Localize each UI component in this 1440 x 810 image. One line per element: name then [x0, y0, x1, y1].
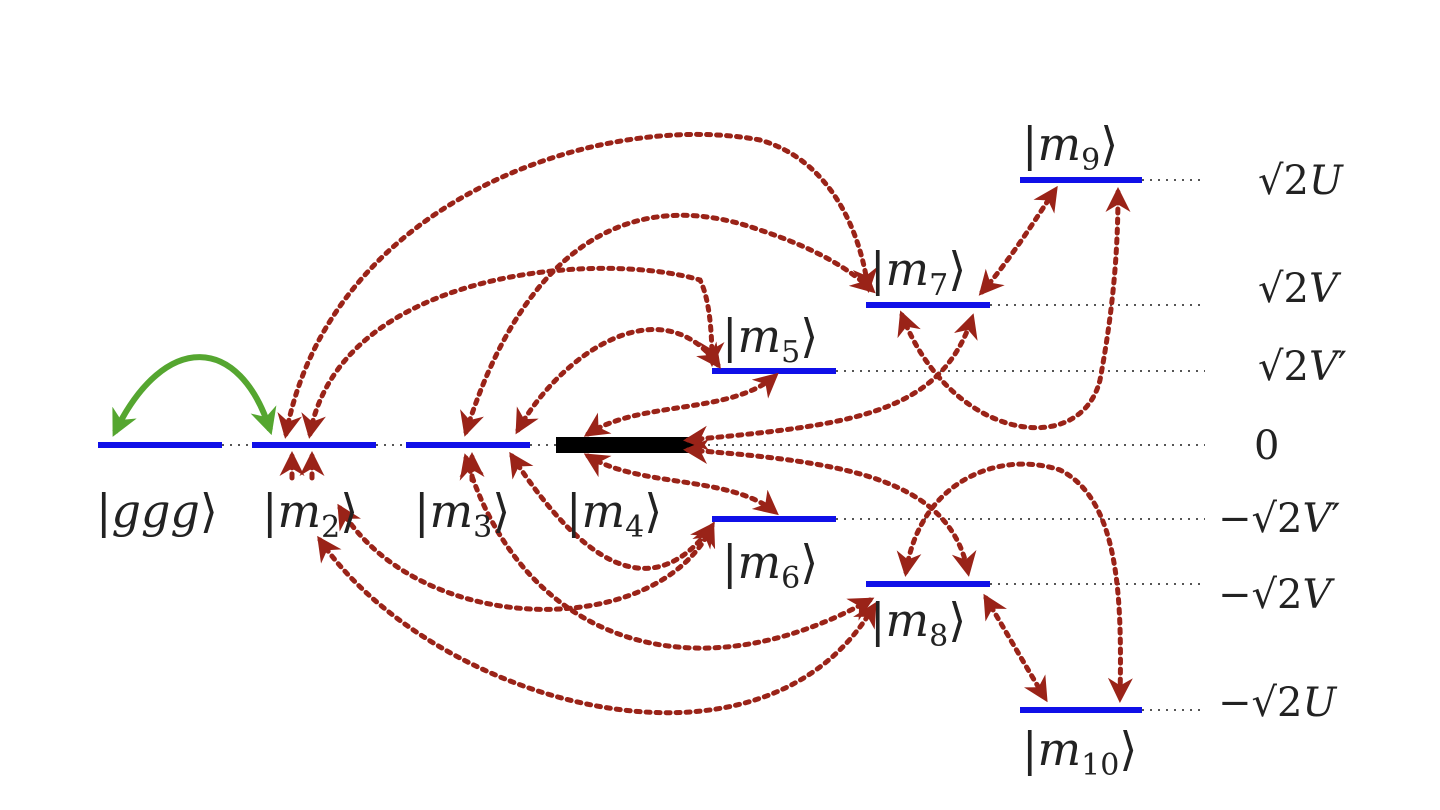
energy-label-sqrt2U: √2U [1258, 158, 1344, 204]
coupling-m2-m5 [301, 265, 725, 439]
coupling-m7-m9 [978, 185, 1058, 296]
guide-lines [222, 179, 1205, 711]
state-labels: |ggg⟩ |m2⟩ |m3⟩ |m4⟩ |m5⟩ |m6⟩ |m7⟩ |m8⟩… [96, 117, 1137, 783]
state-label-m5: |m5⟩ [722, 309, 818, 370]
state-label-ggg: |ggg⟩ [96, 484, 218, 538]
energy-label-neg-sqrt2V: −√2V [1218, 572, 1335, 618]
energy-label-neg-sqrt2U: −√2U [1218, 680, 1337, 726]
state-label-m9: |m9⟩ [1022, 117, 1118, 178]
coupling-m2-m7 [277, 131, 878, 439]
energy-label-zero: 0 [1254, 423, 1279, 469]
state-label-m2: |m2⟩ [262, 484, 358, 545]
state-label-m8: |m8⟩ [870, 593, 966, 654]
coupling-m8-m10 [983, 593, 1048, 703]
energy-labels: √2U √2V √2V′ 0 −√2V′ −√2V −√2U [1218, 158, 1347, 726]
coupling-m3-m5 [515, 327, 721, 435]
state-label-m3: |m3⟩ [414, 484, 510, 545]
energy-levels [98, 177, 1142, 713]
energy-label-neg-sqrt2Vp: −√2V′ [1218, 496, 1340, 542]
energy-label-sqrt2Vp: √2V′ [1258, 344, 1347, 390]
state-label-m4: |m4⟩ [566, 484, 662, 545]
coupling-m7-m9-loop [897, 187, 1131, 430]
coupling-m4-m5 [583, 372, 779, 437]
coupling-m2-m8 [317, 535, 877, 716]
state-label-m6: |m6⟩ [722, 535, 818, 596]
state-label-m10: |m10⟩ [1022, 722, 1137, 783]
green-coupling-arrow [112, 354, 277, 437]
coupling-m8-m10-loop [896, 461, 1133, 703]
state-label-m7: |m7⟩ [870, 242, 966, 303]
red-coupling-arrows [277, 131, 1133, 716]
energy-label-sqrt2V: √2V [1258, 266, 1342, 312]
